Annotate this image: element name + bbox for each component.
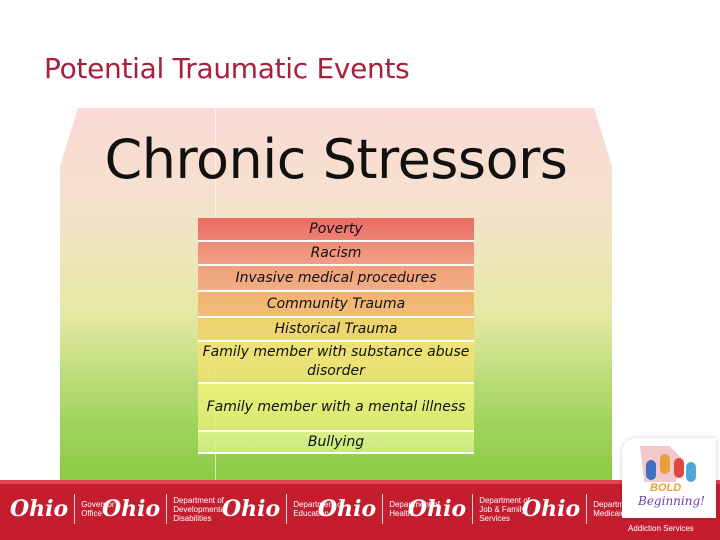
agency-divider [382,494,384,524]
agency-extra-label: Addiction Services [628,524,694,533]
agency-ohio-wordmark: Ohio [10,496,69,522]
agency-department: Department of Health [389,500,440,518]
agency-department: Governor's Office [81,500,121,518]
agency-department: Department of Medicaid [593,500,644,518]
agency-ohio-wordmark: Ohio [102,496,161,522]
stressors-heading: Chronic Stressors [104,128,568,191]
agency-seal: Ohio Governor's Office [10,494,137,524]
stressor-item: Family member with a mental illness [198,384,474,432]
bold-beginning-logo: BOLD Beginning! [622,438,716,518]
footer-band [0,480,720,484]
agency-ohio-wordmark: Ohio [522,496,581,522]
stressor-label: Community Trauma [266,295,406,312]
agency-divider [472,494,474,524]
stressor-label: Poverty [309,220,363,237]
child-figure-icon [686,462,696,482]
logo-word-beginning: Beginning! [638,494,705,508]
agency-ohio-wordmark: Ohio [222,496,281,522]
stressor-label: Racism [310,244,362,261]
agency-seal: Ohio Department of Education [222,494,349,524]
stressor-label: Historical Trauma [274,320,398,337]
stressor-item: Racism [198,242,474,266]
slide-title: Potential Traumatic Events [44,52,410,85]
stressor-label: Family member with substance abuse disor… [202,344,470,379]
stressor-item: Historical Trauma [198,318,474,342]
stressor-item: Poverty [198,218,474,242]
child-figure-icon [674,458,684,478]
child-figure-icon [646,460,656,480]
agency-seal: Ohio Department of Developmental Disabili… [102,494,229,524]
agency-department: Department of Job & Family Services [479,495,530,523]
child-figure-icon [660,454,670,474]
agency-seal: Ohio Department of Job & Family Services [408,494,535,524]
agency-divider [166,494,168,524]
agency-ohio-wordmark: Ohio [408,496,467,522]
agency-department: Department of Education [293,500,344,518]
stressor-label: Bullying [307,433,365,450]
agency-department: Department of Developmental Disabilities [173,495,227,523]
stressor-item: Family member with substance abuse disor… [198,342,474,384]
stressor-item: Community Trauma [198,292,474,318]
agency-seal: Ohio Department of Health [318,494,445,524]
agency-divider [586,494,588,524]
agency-seal: Ohio Department of Medicaid [522,494,649,524]
agency-divider [74,494,76,524]
logo-word-bold: BOLD [650,482,682,494]
agency-ohio-wordmark: Ohio [318,496,377,522]
agency-divider [286,494,288,524]
stressor-label: Invasive medical procedures [235,269,437,286]
stressor-label: Family member with a mental illness [206,398,466,415]
stressor-item: Bullying [198,432,474,454]
stressor-item: Invasive medical procedures [198,266,474,292]
